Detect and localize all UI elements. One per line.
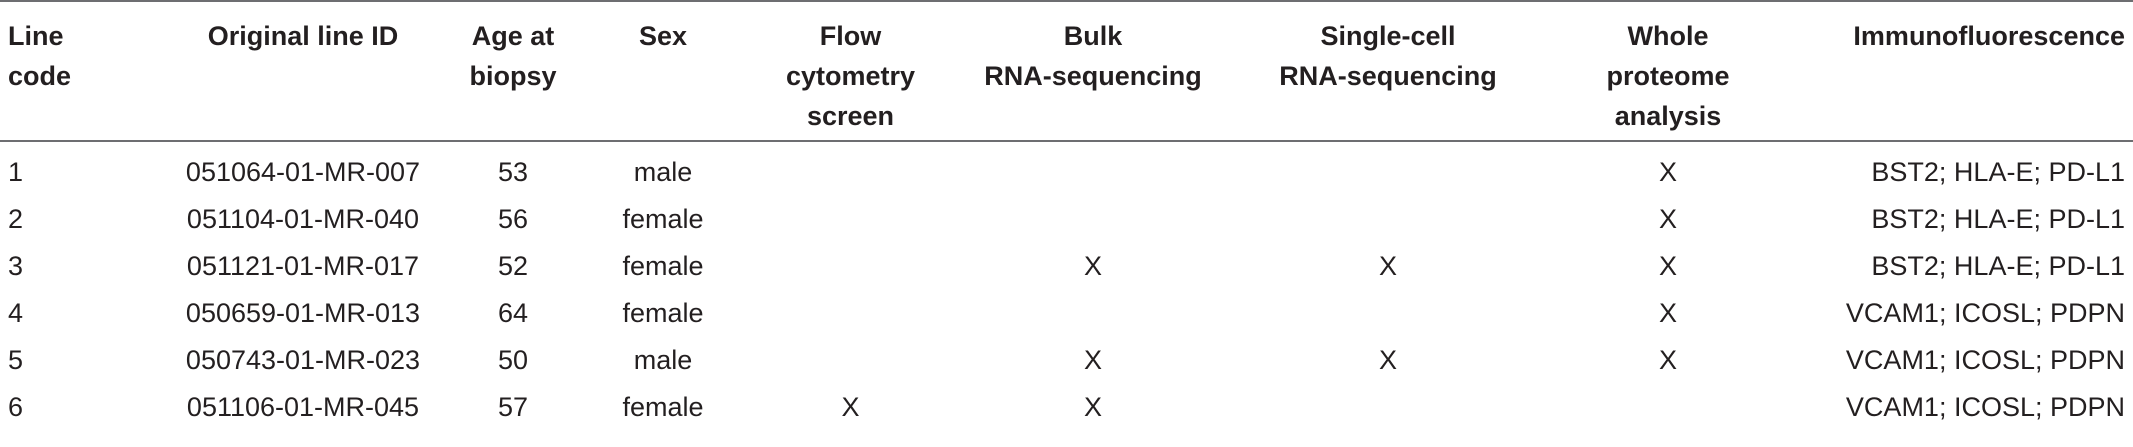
table-body: 1 051064-01-MR-007 53 male X BST2; HLA-E… [0,141,2133,431]
header-bulk-l1: Bulk [1063,21,1123,51]
cell-original-line-id: 051064-01-MR-007 [185,157,421,187]
cell-immunofluorescence: VCAM1; ICOSL; PDPN [1845,392,2125,422]
header-age-l2: biopsy [469,61,557,91]
cell-sex: female [622,251,704,281]
table-row: 1 051064-01-MR-007 53 male X BST2; HLA-E… [0,141,2133,196]
cell-whole-proteome: X [1658,204,1677,234]
cell-whole-proteome: X [1658,251,1677,281]
cell-line-code: 1 [8,157,24,187]
cell-single-cell-rna: X [1378,345,1397,375]
cell-bulk-rna [963,196,1223,243]
header-proteome-l3: analysis [1614,101,1722,131]
cell-original-line-id: 050659-01-MR-013 [185,298,421,328]
cell-age: 50 [497,345,529,375]
cell-flow-cytometry [738,141,963,196]
cell-single-cell-rna [1223,384,1553,431]
cell-original-line-id: 050743-01-MR-023 [185,345,421,375]
cell-sex: male [633,157,693,187]
header-immuno-l1: Immunofluorescence [1853,21,2125,51]
header-proteome-l2: proteome [1606,61,1730,91]
table-header: Line code Original line ID Age at biopsy… [0,1,2133,141]
cell-age: 57 [497,392,529,422]
cell-immunofluorescence: VCAM1; ICOSL; PDPN [1845,298,2125,328]
cell-bulk-rna: X [1083,345,1102,375]
header-proteome-l1: Whole [1627,21,1709,51]
cell-flow-cytometry [738,290,963,337]
cell-bulk-rna: X [1083,251,1102,281]
cell-age: 52 [497,251,529,281]
header-flow-l2: cytometry [785,61,916,91]
cell-line-code: 2 [8,204,24,234]
table-row: 6 051106-01-MR-045 57 female X X VCAM1; … [0,384,2133,431]
header-line-code-l1: Line [8,21,64,51]
cell-bulk-rna: X [1083,392,1102,422]
cell-bulk-rna [963,290,1223,337]
header-line-code: Line code [0,1,168,141]
cell-line-code: 3 [8,251,24,281]
table-row: 3 051121-01-MR-017 52 female X X X BST2;… [0,243,2133,290]
header-original-line-id: Original line ID [168,1,438,141]
table-row: 4 050659-01-MR-013 64 female X VCAM1; IC… [0,290,2133,337]
cell-sex: male [633,345,693,375]
cell-immunofluorescence: BST2; HLA-E; PD-L1 [1871,204,2125,234]
header-single-cell-l2: RNA-sequencing [1279,61,1497,91]
cell-line-code: 4 [8,298,24,328]
cell-immunofluorescence: BST2; HLA-E; PD-L1 [1871,251,2125,281]
cell-flow-cytometry [738,337,963,384]
header-single-cell-rna: Single-cell RNA-sequencing [1223,1,1553,141]
cell-original-line-id: 051104-01-MR-040 [186,204,420,234]
cell-line-code: 5 [8,345,24,375]
cell-immunofluorescence: VCAM1; ICOSL; PDPN [1845,345,2125,375]
header-original-line-id-l1: Original line ID [207,21,399,51]
cell-lines-table: Line code Original line ID Age at biopsy… [0,1,2133,431]
cell-single-cell-rna [1223,141,1553,196]
table-row: 5 050743-01-MR-023 50 male X X X VCAM1; … [0,337,2133,384]
table-row: 2 051104-01-MR-040 56 female X BST2; HLA… [0,196,2133,243]
cell-whole-proteome: X [1658,345,1677,375]
cell-bulk-rna [963,141,1223,196]
cell-immunofluorescence: BST2; HLA-E; PD-L1 [1871,157,2125,187]
header-sex: Sex [588,1,738,141]
cell-original-line-id: 051106-01-MR-045 [186,392,420,422]
cell-single-cell-rna [1223,196,1553,243]
header-age-l1: Age at [471,21,555,51]
cell-sex: female [622,204,704,234]
cell-age: 64 [497,298,529,328]
cell-single-cell-rna [1223,290,1553,337]
header-flow-l3: screen [806,101,895,131]
cell-age: 56 [497,204,529,234]
header-line-code-l2: code [8,61,72,91]
header-immunofluorescence: Immunofluorescence [1783,1,2133,141]
header-single-cell-l1: Single-cell [1320,21,1456,51]
cell-single-cell-rna: X [1378,251,1397,281]
header-whole-proteome: Whole proteome analysis [1553,1,1783,141]
cell-original-line-id: 051121-01-MR-017 [186,251,420,281]
header-flow-cytometry: Flow cytometry screen [738,1,963,141]
cell-flow-cytometry [738,243,963,290]
cell-flow-cytometry: X [841,392,860,422]
header-flow-l1: Flow [819,21,882,51]
cell-whole-proteome: X [1658,157,1677,187]
header-bulk-l2: RNA-sequencing [984,61,1202,91]
header-sex-l1: Sex [638,21,688,51]
header-bulk-rna: Bulk RNA-sequencing [963,1,1223,141]
header-age-at-biopsy: Age at biopsy [438,1,588,141]
cell-line-code: 6 [8,392,24,422]
cell-sex: female [622,298,704,328]
cell-age: 53 [497,157,529,187]
cell-flow-cytometry [738,196,963,243]
cell-whole-proteome [1553,384,1783,431]
header-row: Line code Original line ID Age at biopsy… [0,1,2133,141]
cell-sex: female [622,392,704,422]
cell-whole-proteome: X [1658,298,1677,328]
